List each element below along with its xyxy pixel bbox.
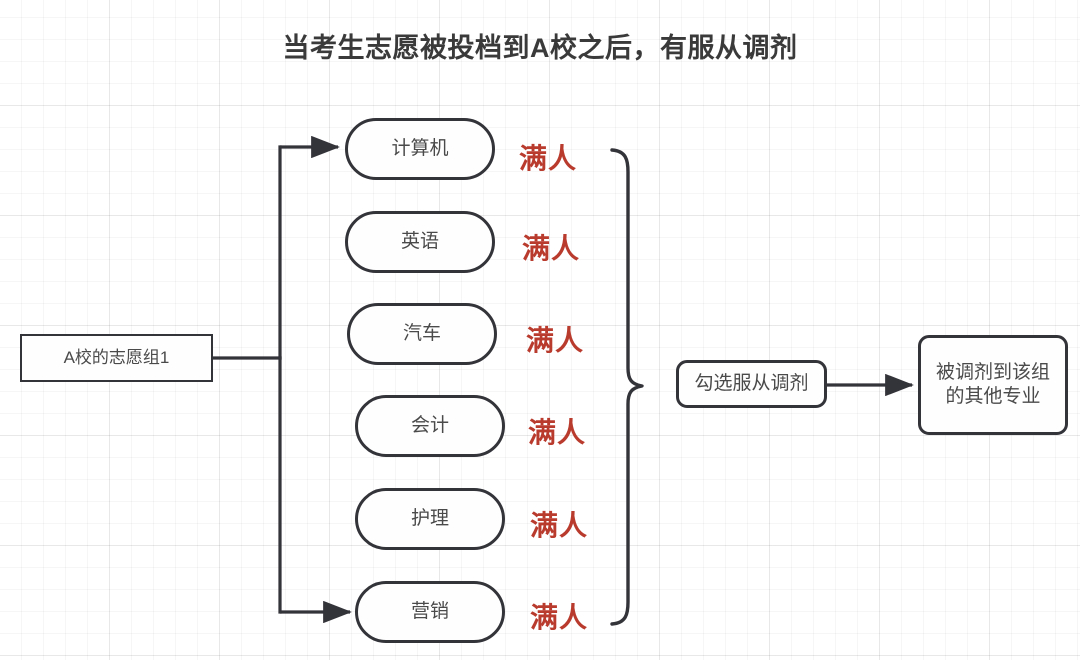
status-badge-accounting: 满人 (528, 417, 587, 448)
status-badge-automobile: 满人 (526, 325, 585, 356)
curly-brace (610, 148, 644, 626)
status-badge-english: 满人 (522, 233, 581, 264)
trunk-connector (211, 145, 282, 614)
node-major-marketing[interactable]: 营销 (355, 581, 505, 643)
status-badge-nursing: 满人 (530, 510, 589, 541)
node-major-automobile[interactable]: 汽车 (347, 303, 497, 365)
status-badge-computer: 满人 (519, 143, 578, 174)
node-major-english[interactable]: 英语 (345, 211, 495, 273)
node-major-nursing[interactable]: 护理 (355, 488, 505, 550)
node-major-computer[interactable]: 计算机 (345, 118, 495, 180)
diagram-title: 当考生志愿被投档到A校之后，有服从调剂 (282, 33, 798, 63)
status-badge-marketing: 满人 (530, 602, 589, 633)
node-major-accounting[interactable]: 会计 (355, 395, 505, 457)
node-action-accept-adjustment[interactable]: 勾选服从调剂 (676, 360, 827, 408)
node-source-volunteer-group[interactable]: A校的志愿组1 (20, 334, 213, 382)
node-result-transferred-major[interactable]: 被调剂到该组 的其他专业 (918, 335, 1068, 435)
